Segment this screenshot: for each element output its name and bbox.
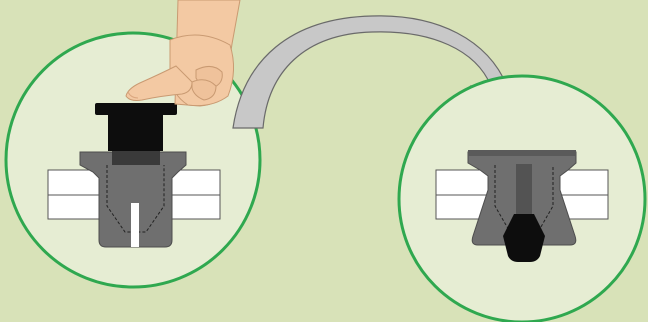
left-pin-head	[95, 103, 177, 165]
right-pin-tip	[503, 164, 545, 262]
hand-icon	[125, 0, 241, 107]
step-before-pressing	[4, 0, 262, 289]
left-grommet	[79, 151, 187, 248]
step-after-pressing	[397, 74, 647, 322]
